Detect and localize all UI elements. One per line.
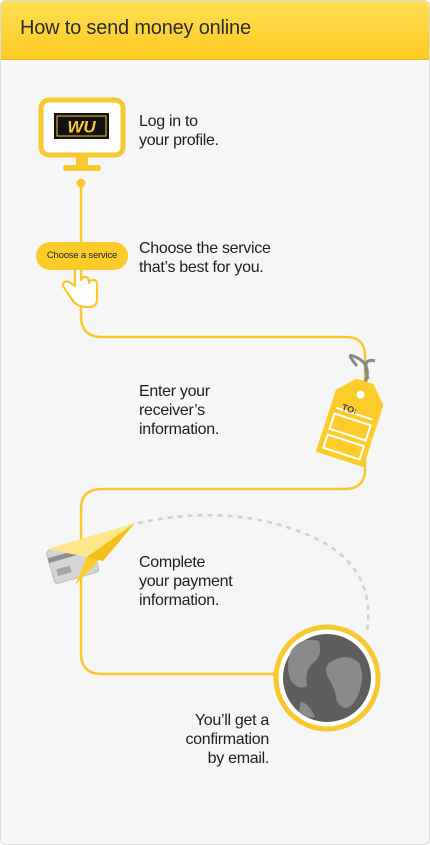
step-text-line: receiver’s	[139, 402, 205, 419]
step-text-line: that’s best for you.	[139, 259, 264, 276]
flow-dot-start	[76, 178, 86, 188]
paper-plane-icon	[47, 523, 135, 585]
step-text-line: Choose the service	[139, 240, 271, 257]
dashed-trajectory	[137, 513, 370, 632]
flow-path	[79, 181, 367, 676]
step-confirmation: You’ll get a confirmation by email.	[151, 711, 269, 768]
step-text-line: information.	[139, 421, 219, 438]
globe-icon	[273, 624, 381, 732]
step-text-line: Enter your	[139, 383, 210, 400]
step-text-line: by email.	[207, 750, 270, 767]
step-text-line: your payment	[139, 573, 233, 590]
step-receiver-info: Enter your receiver’s information.	[139, 382, 219, 439]
step-text-line: confirmation	[185, 731, 269, 748]
step-text-line: your profile.	[139, 132, 219, 149]
step-text-line: Log in to	[139, 113, 198, 130]
page-title: How to send money online	[20, 17, 251, 39]
choose-a-service-button[interactable]: Choose a service	[36, 242, 128, 270]
wu-logo-text: WU	[67, 118, 96, 137]
step-login: Log in to your profile.	[139, 112, 219, 150]
step-text-line: Complete	[139, 554, 206, 571]
step-choose-service: Choose the service that’s best for you.	[139, 239, 271, 277]
monitor-icon: WU	[38, 97, 126, 171]
step-text-line: You’ll get a	[194, 712, 269, 729]
step-text-line: information.	[139, 592, 219, 609]
header-bar: How to send money online	[1, 1, 429, 60]
tag-to-label: TO:	[341, 402, 359, 416]
luggage-tag-icon: TO:	[315, 354, 384, 468]
step-payment-info: Complete your payment information.	[139, 553, 233, 610]
